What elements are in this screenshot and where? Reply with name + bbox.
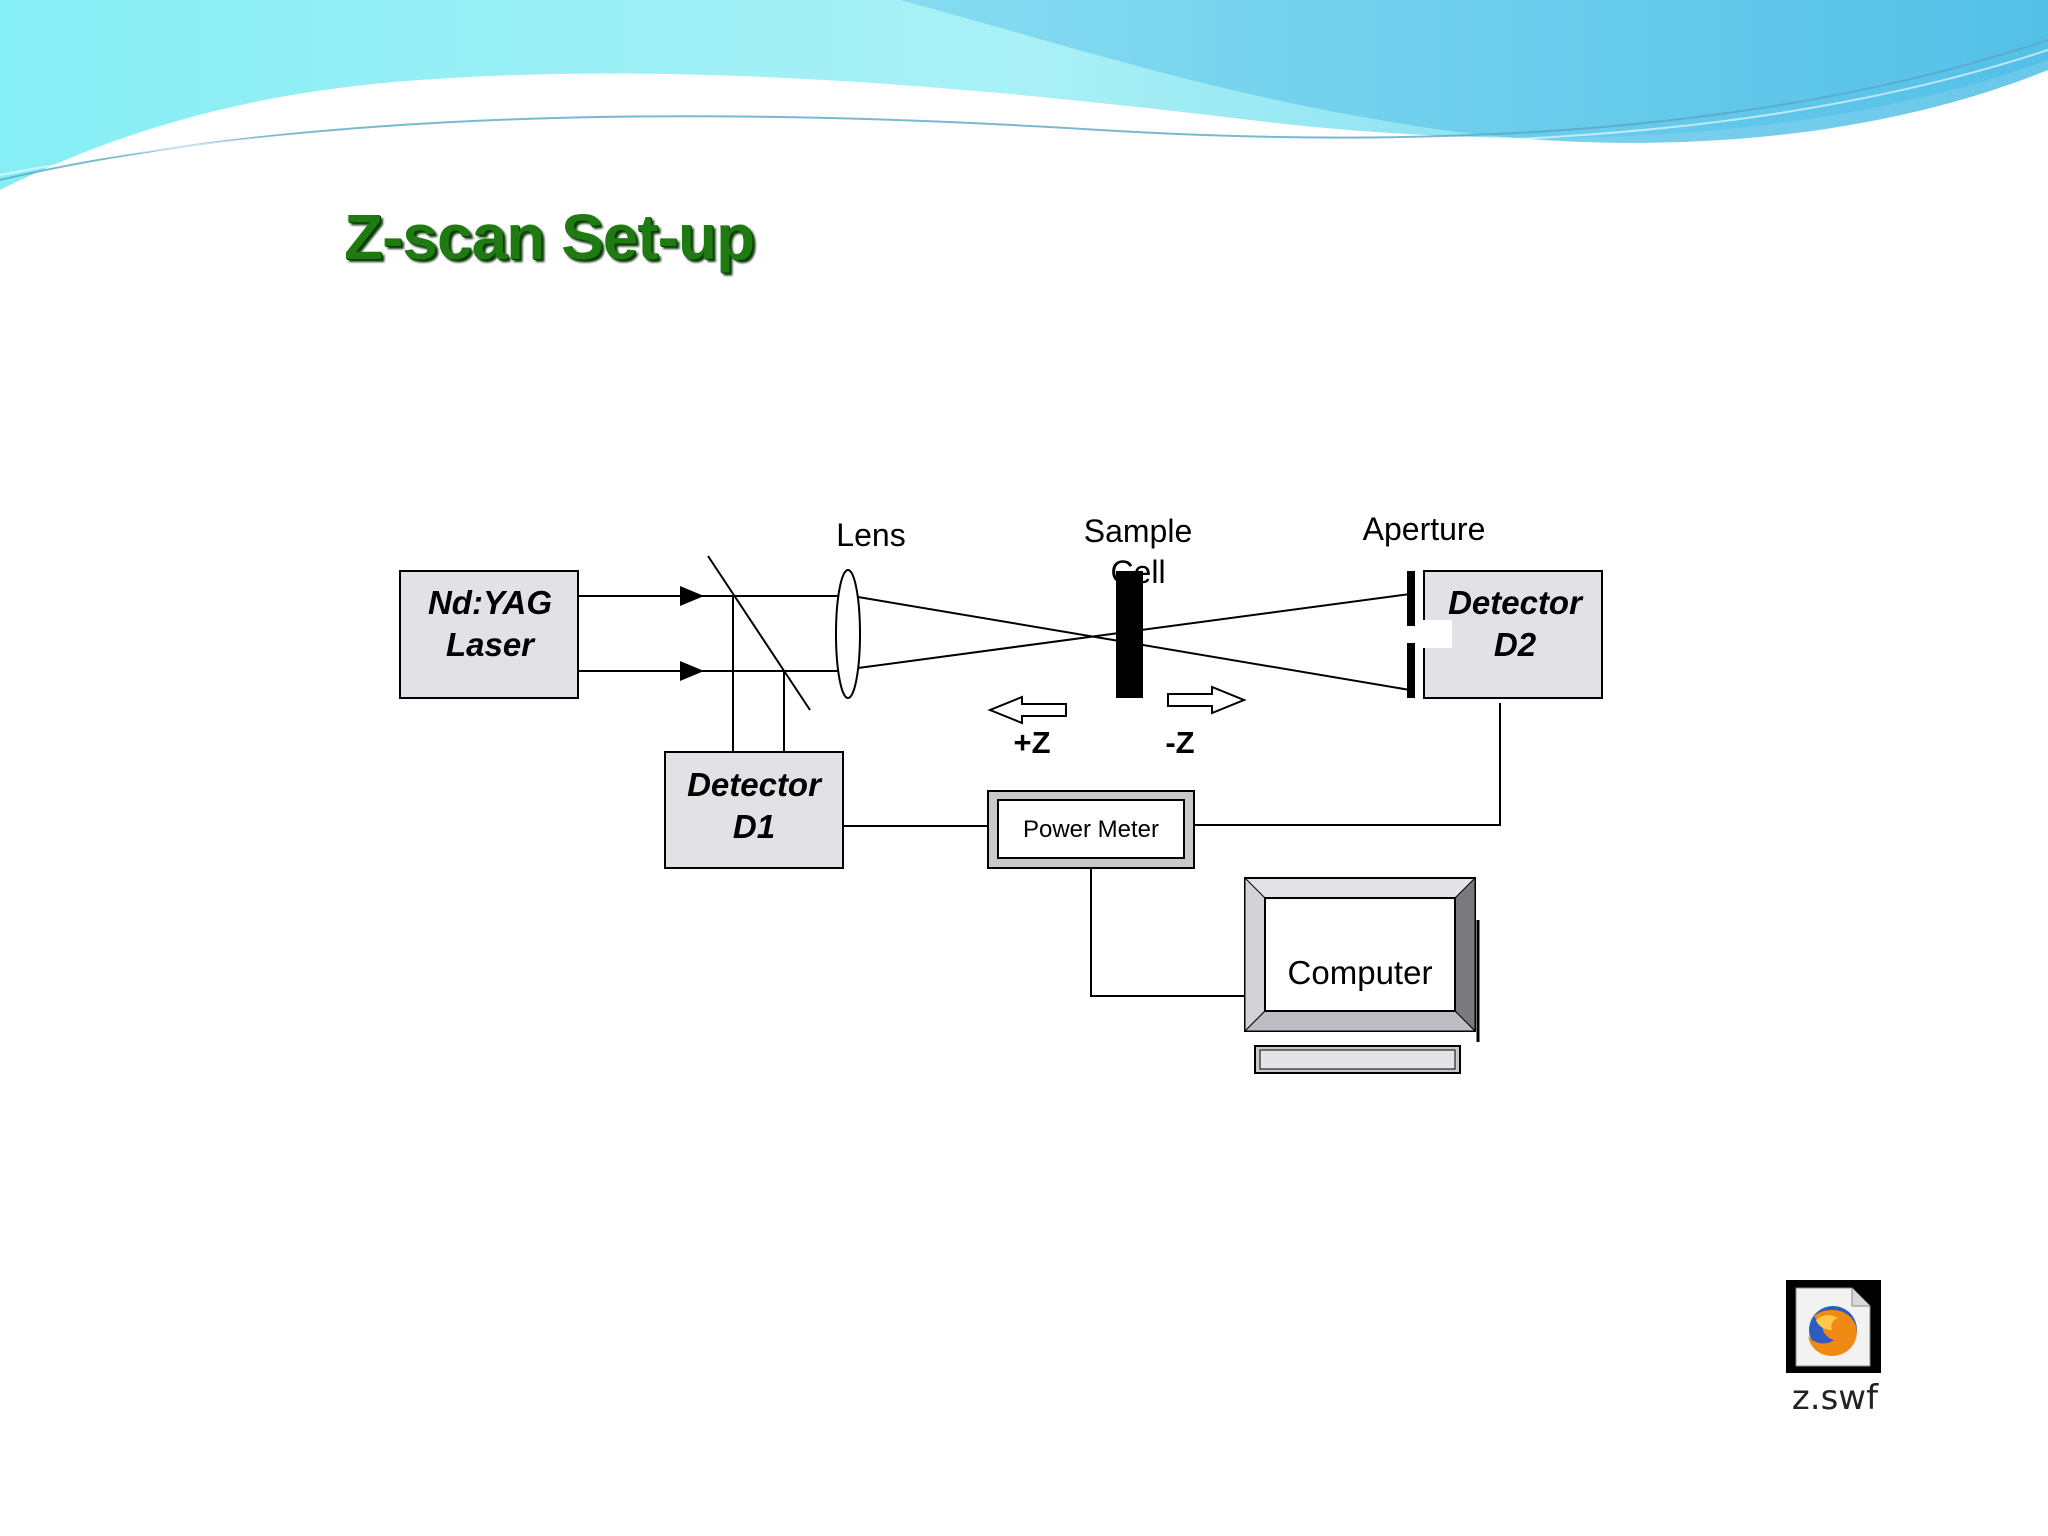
sample-cell-label-line2: Cell xyxy=(1110,554,1165,590)
detector-d1-label-line2: D1 xyxy=(733,808,775,845)
beam-splitter xyxy=(707,555,811,711)
lens-label: Lens xyxy=(836,517,905,553)
firefox-file-icon[interactable] xyxy=(1786,1280,1881,1373)
laser-beams xyxy=(578,586,838,681)
detector-d2-box: Detector D2 xyxy=(1420,570,1603,699)
slide-title: Z-scan Set-up xyxy=(344,201,755,273)
detector-d1-box: Detector D1 xyxy=(664,751,844,869)
plus-z-label: +Z xyxy=(1013,725,1050,760)
laser-box: Nd:YAG Laser xyxy=(399,570,579,699)
laser-label-line1: Nd:YAG xyxy=(428,584,552,621)
aperture xyxy=(1407,571,1415,698)
header-wave xyxy=(0,0,2048,190)
lens xyxy=(835,569,861,699)
sample-cell xyxy=(1116,571,1143,698)
d1-feed-lines xyxy=(732,596,785,752)
file-name-label[interactable]: z.swf xyxy=(1791,1378,1879,1418)
detector-d2-label-line2: D2 xyxy=(1494,626,1537,663)
minus-z-arrow-icon xyxy=(1167,685,1247,715)
computer-keyboard xyxy=(1254,1045,1461,1074)
power-meter-box: Power Meter xyxy=(987,790,1195,869)
aperture-label: Aperture xyxy=(1363,511,1486,547)
laser-label-line2: Laser xyxy=(446,626,536,663)
computer-monitor: Computer xyxy=(1243,876,1480,1042)
signal-wires xyxy=(843,703,1501,997)
sample-cell-label-line1: Sample xyxy=(1084,513,1193,549)
computer-label: Computer xyxy=(1288,954,1433,991)
detector-d2-label-line1: Detector xyxy=(1448,584,1584,621)
detector-d1-label-line1: Detector xyxy=(687,766,823,803)
power-meter-label: Power Meter xyxy=(1023,816,1159,843)
minus-z-label: -Z xyxy=(1165,725,1194,760)
plus-z-arrow-icon xyxy=(987,695,1067,725)
